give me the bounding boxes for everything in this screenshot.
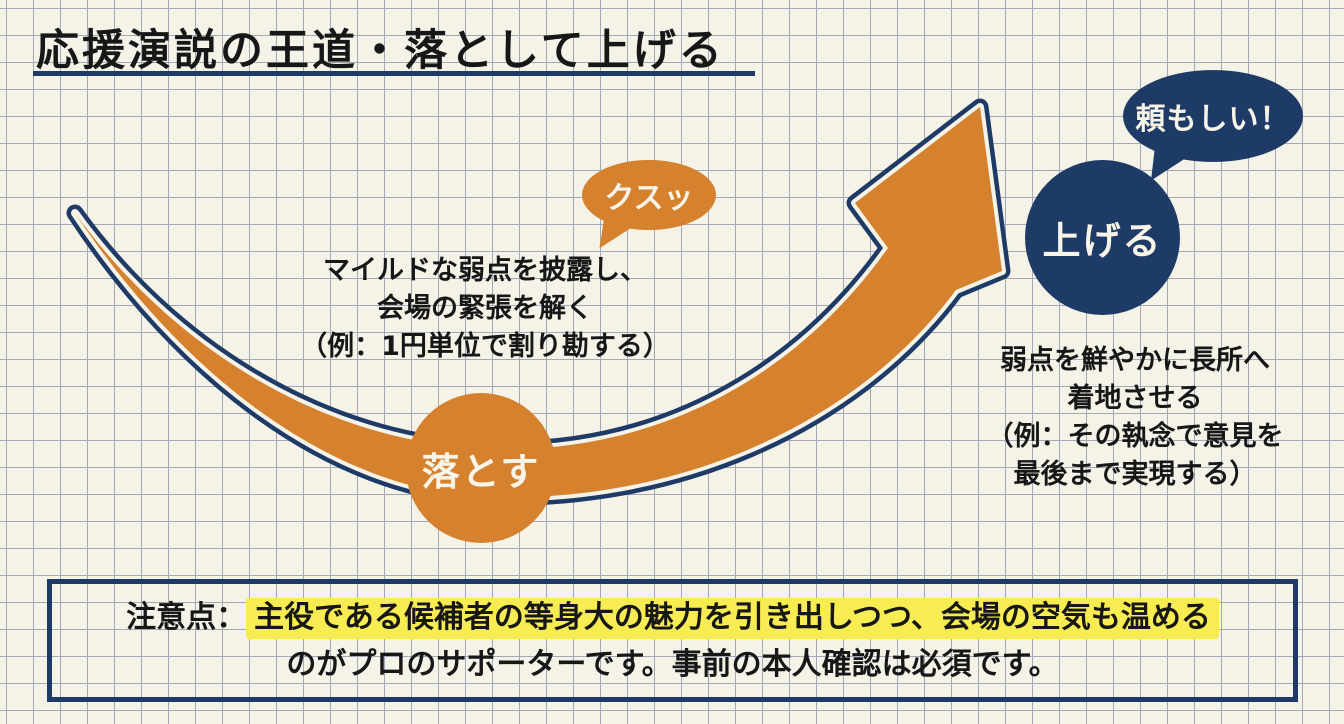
caution-line-1: 注意点：主役である候補者の等身大の魅力を引き出しつつ、会場の空気も温める	[126, 594, 1219, 641]
raise-note-line-4: 最後まで実現する）	[1013, 459, 1257, 490]
drop-note-line-2: 会場の緊張を解く	[377, 293, 593, 324]
page-title: 応援演説の王道・落として上げる	[36, 26, 725, 76]
reliable-bubble-label: 頼もしい！	[1135, 102, 1291, 137]
caution-highlighted-text: 主役である候補者の等身大の魅力を引き出しつつ、会場の空気も温める	[246, 597, 1219, 639]
drop-circle-label: 落とす	[421, 449, 541, 494]
reliable-speech-bubble: 頼もしい！	[1123, 70, 1303, 188]
title-underline	[33, 71, 755, 76]
drop-note-line-3: （例：1円単位で割り勘する）	[300, 331, 670, 362]
raise-circle: 上げる	[1025, 160, 1180, 315]
chuckle-speech-bubble: クスッ	[582, 160, 716, 256]
raise-phase-note: 弱点を鮮やかに長所へ 着地させる （例：その執念で意見を 最後まで実現する）	[935, 342, 1335, 494]
chuckle-bubble-label: クスッ	[604, 181, 694, 216]
caution-line-2: のがプロのサポーターです。事前の本人確認は必須です。	[286, 646, 1059, 682]
drop-phase-note: マイルドな弱点を披露し、 会場の緊張を解く （例：1円単位で割り勘する）	[255, 252, 715, 366]
swoosh-arrow-fill	[75, 107, 1002, 498]
drop-circle: 落とす	[406, 393, 556, 543]
raise-note-line-3: （例：その執念で意見を	[986, 421, 1284, 452]
raise-note-line-1: 弱点を鮮やかに長所へ	[1000, 345, 1270, 376]
caution-prefix: 注意点：	[126, 599, 247, 635]
caution-box: 注意点：主役である候補者の等身大の魅力を引き出しつつ、会場の空気も温める のがプ…	[47, 579, 1298, 702]
raise-note-line-2: 着地させる	[1067, 383, 1203, 414]
drop-note-line-1: マイルドな弱点を披露し、	[323, 255, 647, 286]
raise-circle-label: 上げる	[1042, 219, 1163, 263]
